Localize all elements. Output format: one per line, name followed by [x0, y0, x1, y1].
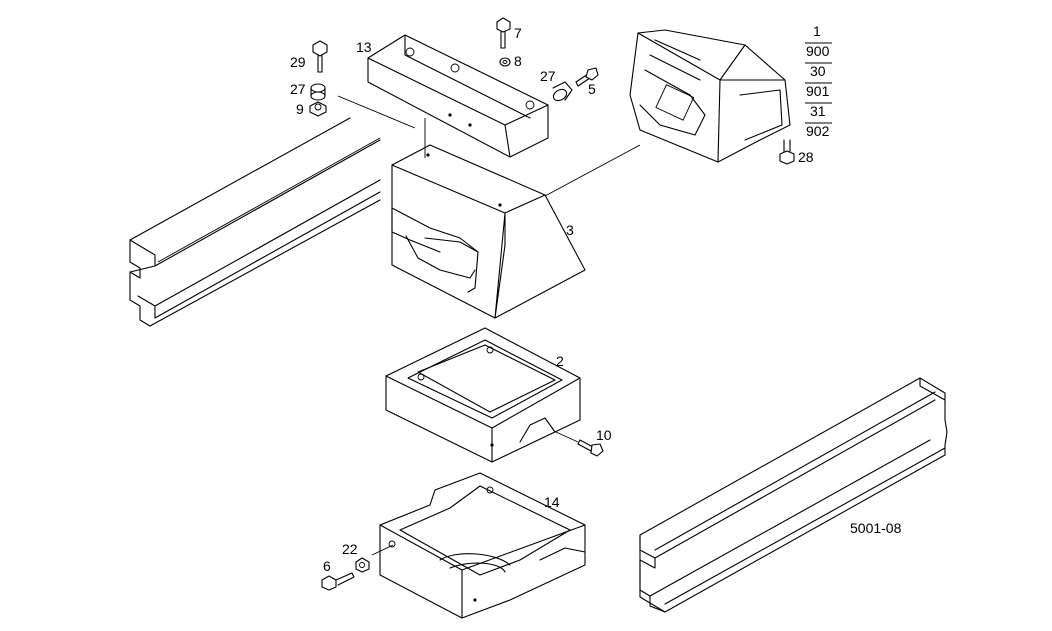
- callout-3: 3: [566, 222, 574, 238]
- spacer-27-right: [552, 81, 573, 102]
- bolt-7: [496, 17, 511, 49]
- callout-28: 28: [798, 149, 814, 165]
- bolt-28: [779, 139, 795, 165]
- callout-10: 10: [596, 427, 612, 443]
- support-tray-part: [385, 327, 581, 463]
- box-housing-part: [391, 144, 586, 319]
- callout-2: 2: [556, 353, 564, 369]
- callout-31: 31: [810, 103, 826, 119]
- callout-27-left: 27: [290, 81, 306, 97]
- bottom-pan-part: [379, 472, 586, 619]
- callout-30: 30: [810, 63, 826, 79]
- callout-9: 9: [296, 101, 304, 117]
- callout-1: 1: [813, 23, 821, 39]
- frame-rail-right: [639, 377, 948, 613]
- bolt-5: [575, 67, 599, 87]
- callout-14: 14: [544, 494, 560, 510]
- callout-901: 901: [806, 83, 830, 99]
- callout-7: 7: [514, 25, 522, 41]
- bolt-6: [321, 572, 355, 591]
- bolt-10: [577, 439, 604, 457]
- nut-9: [309, 101, 327, 117]
- callout-labels: 1 900 30 901 31 902 28 13 29 27 9 7 8 27…: [290, 23, 902, 574]
- callout-29: 29: [290, 54, 306, 70]
- bolt-29: [312, 40, 328, 73]
- frame-rail-left: [129, 117, 381, 327]
- channel-bracket-part: [367, 34, 549, 158]
- callout-8: 8: [514, 53, 522, 69]
- callout-900: 900: [806, 43, 830, 59]
- callout-902: 902: [806, 123, 830, 139]
- leader-lines: [337, 42, 832, 556]
- nut-22: [355, 557, 370, 573]
- callout-27-right: 27: [540, 68, 556, 84]
- callout-6: 6: [323, 558, 331, 574]
- callout-5: 5: [588, 81, 596, 97]
- electronic-unit-part: [629, 29, 791, 163]
- drawing-code: 5001-08: [850, 520, 902, 536]
- callout-22: 22: [342, 541, 358, 557]
- callout-13: 13: [356, 39, 372, 55]
- spacer-27-left: [310, 83, 326, 101]
- washer-8: [499, 57, 511, 67]
